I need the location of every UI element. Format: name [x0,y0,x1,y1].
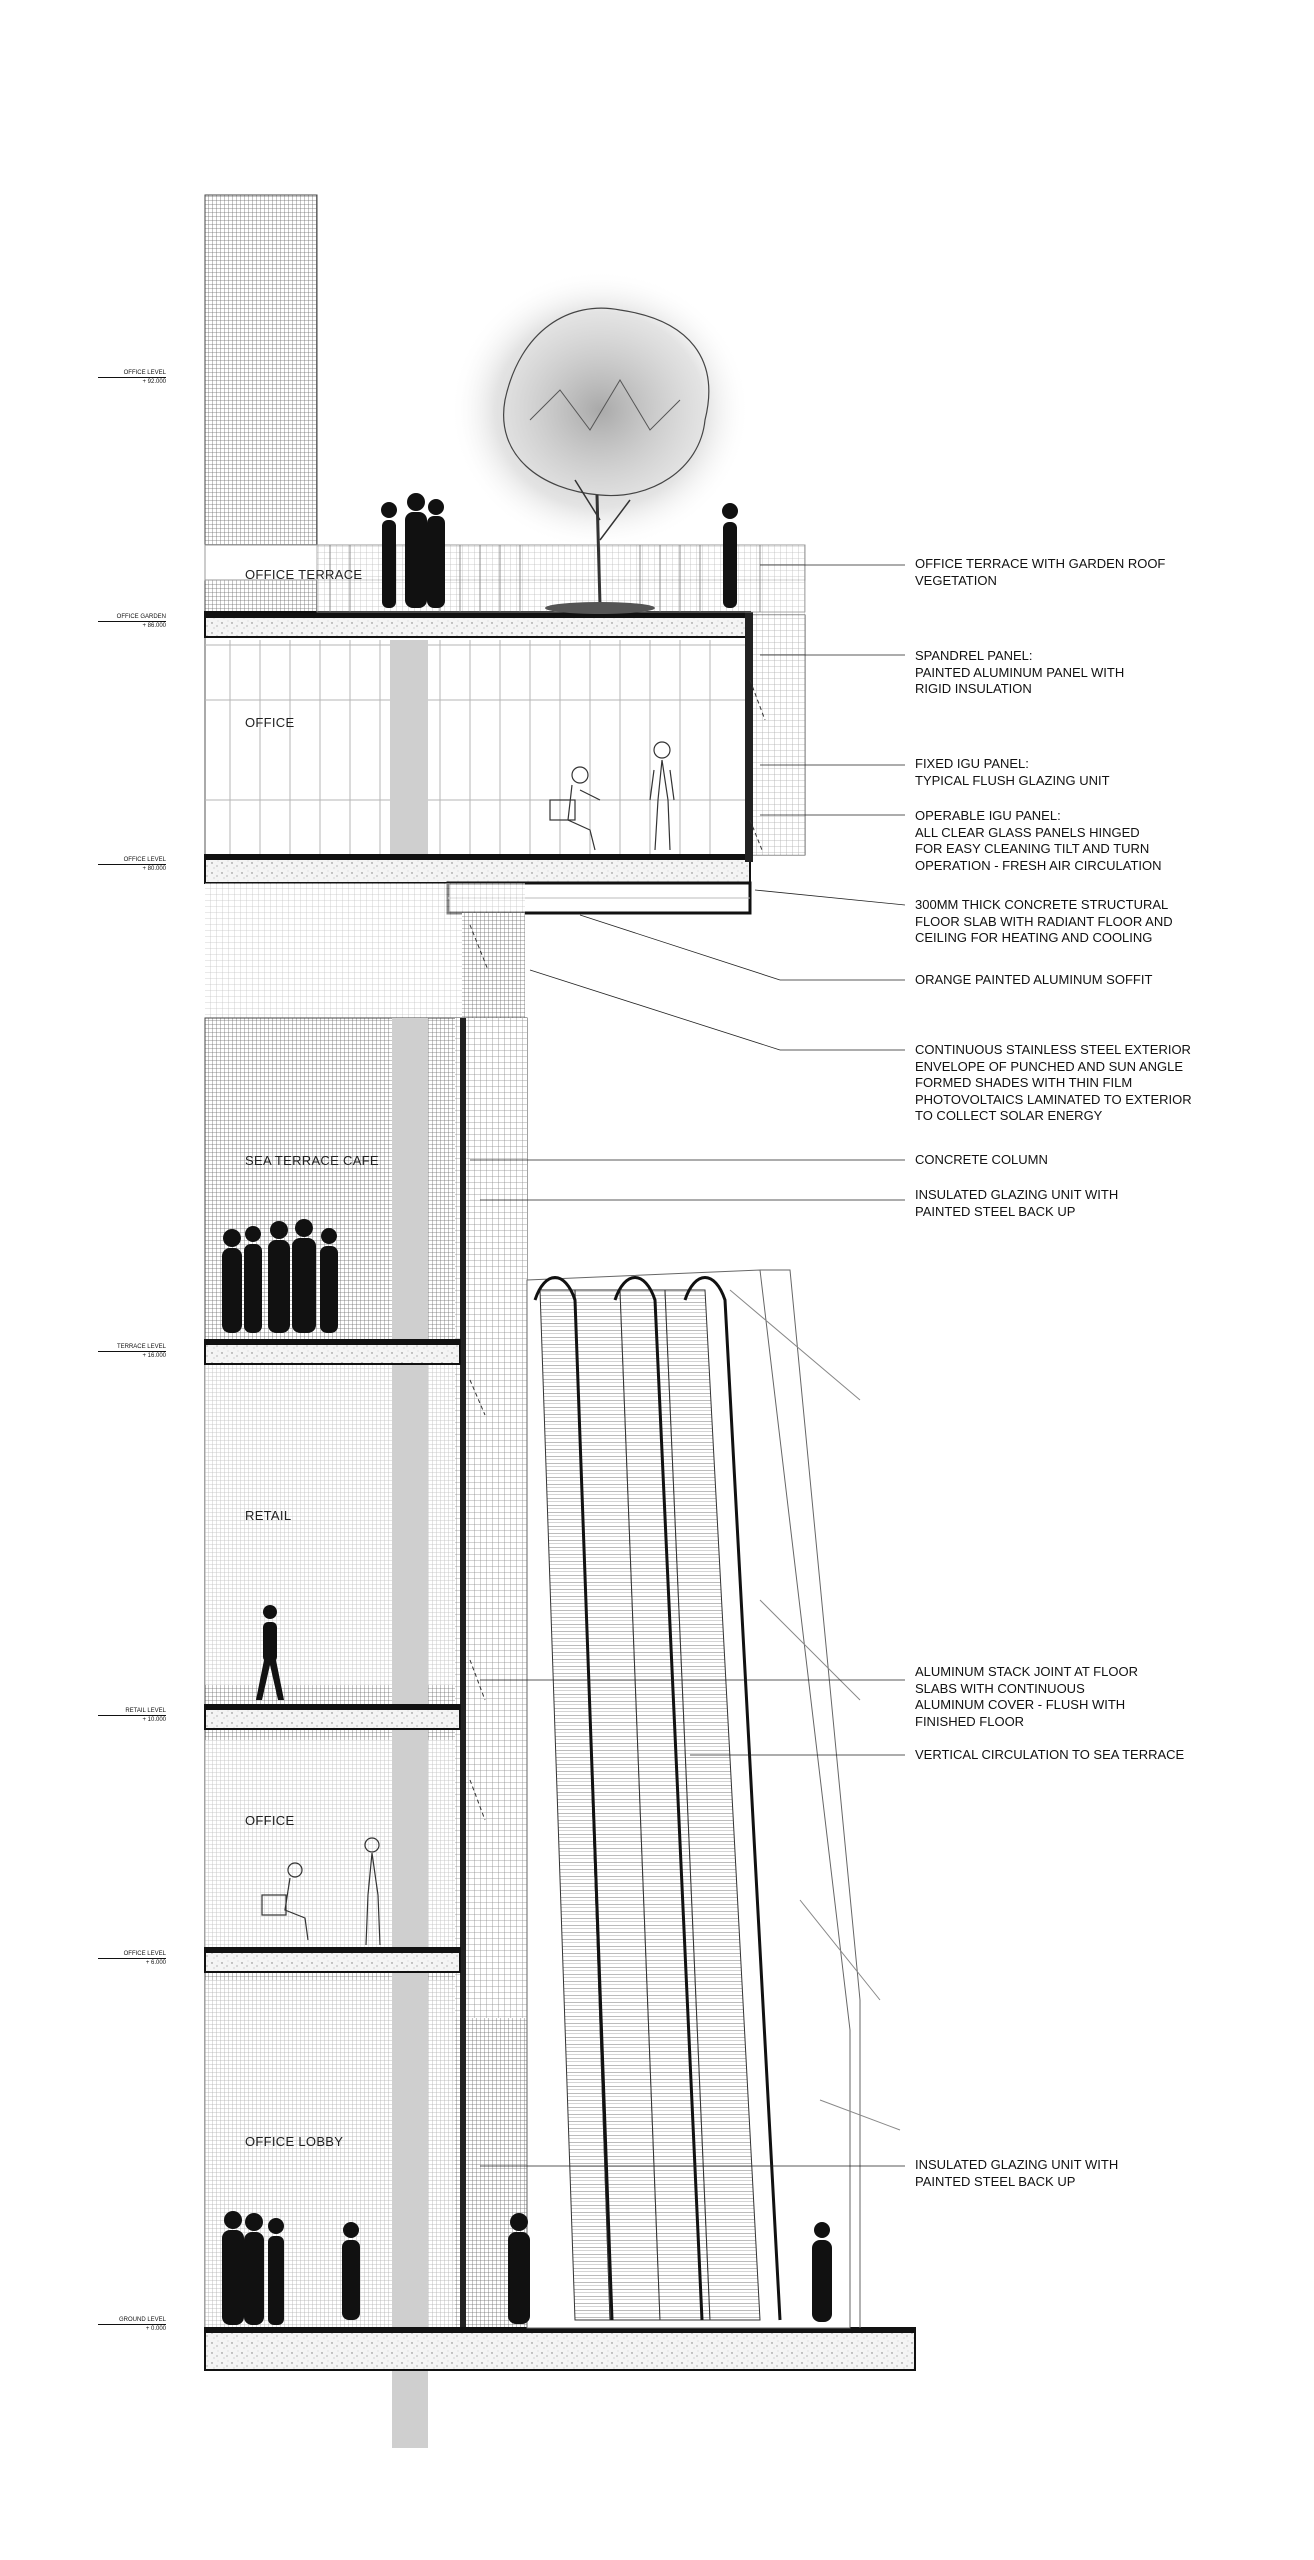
cantilever-soffit [205,881,752,1018]
level-elevation: + 6.000 [145,1960,166,1966]
note-soffit: ORANGE PAINTED ALUMINUM SOFFIT [915,972,1153,987]
person-retail [256,1605,284,1700]
people-roof [381,493,738,608]
people-lobby [222,2211,832,2325]
slab-ground [204,2327,916,2371]
leader-lines [470,564,906,2167]
level-elevation: + 16.000 [142,1353,166,1359]
level-marker: GROUND LEVEL+ 0.000 [98,2317,166,2333]
room-label-office-terrace: OFFICE TERRACE [245,567,363,582]
room-label-office-upper: OFFICE [245,715,295,730]
note-concrete-column: CONCRETE COLUMN [915,1152,1048,1167]
level-elevation: + 92.000 [142,379,166,385]
level-name: TERRACE LEVEL [98,1344,166,1352]
concrete-column-lower [392,1018,428,2333]
note-spandrel-panel: SPANDREL PANEL: PAINTED ALUMINUM PANEL W… [915,648,1125,696]
note-fixed-igu: FIXED IGU PANEL: TYPICAL FLUSH GLAZING U… [915,756,1110,788]
note-steel-envelope: CONTINUOUS STAINLESS STEEL EXTERIOR ENVE… [915,1042,1192,1123]
level-name: OFFICE GARDEN [98,614,166,622]
level-marker: TERRACE LEVEL+ 16.000 [98,1344,166,1360]
room-label-sea-terrace-cafe: SEA TERRACE CAFE [245,1153,379,1168]
note-insulated-glazing-upper: INSULATED GLAZING UNIT WITH PAINTED STEE… [915,1187,1119,1219]
note-insulated-glazing-lower: INSULATED GLAZING UNIT WITH PAINTED STEE… [915,2157,1119,2189]
level-marker: OFFICE LEVEL+ 80.000 [98,857,166,873]
note-office-terrace: OFFICE TERRACE WITH GARDEN ROOF VEGETATI… [915,556,1166,588]
level-elevation: + 80.000 [142,866,166,872]
tree [450,270,750,614]
level-name: OFFICE LEVEL [98,857,166,865]
level-marker: RETAIL LEVEL+ 10.000 [98,1708,166,1724]
people-cafe [222,1219,338,1333]
room-label-office-lobby: OFFICE LOBBY [245,2134,344,2149]
level-elevation: + 0.000 [145,2326,166,2332]
level-name: RETAIL LEVEL [98,1708,166,1716]
level-name: GROUND LEVEL [98,2317,166,2325]
level-name: OFFICE LEVEL [98,370,166,378]
level-marker: OFFICE GARDEN+ 86.000 [98,614,166,630]
note-operable-igu: OPERABLE IGU PANEL: ALL CLEAR GLASS PANE… [915,808,1162,873]
level-elevation: + 10.000 [142,1717,166,1723]
note-concrete-slab: 300MM THICK CONCRETE STRUCTURAL FLOOR SL… [915,897,1173,945]
level-marker: OFFICE LEVEL+ 6.000 [98,1951,166,1967]
people-office-lower [261,1837,381,1946]
people-office-upper [549,741,675,851]
level-elevation: + 86.000 [142,623,166,629]
escalators [526,1269,901,2329]
concrete-column-upper [390,640,428,855]
room-label-office-lower: OFFICE [245,1813,295,1828]
level-marker: OFFICE LEVEL+ 92.000 [98,370,166,386]
note-stack-joint: ALUMINUM STACK JOINT AT FLOOR SLABS WITH… [915,1664,1138,1729]
level-name: OFFICE LEVEL [98,1951,166,1959]
room-label-retail: RETAIL [245,1508,292,1523]
note-vertical-circulation: VERTICAL CIRCULATION TO SEA TERRACE [915,1747,1185,1762]
